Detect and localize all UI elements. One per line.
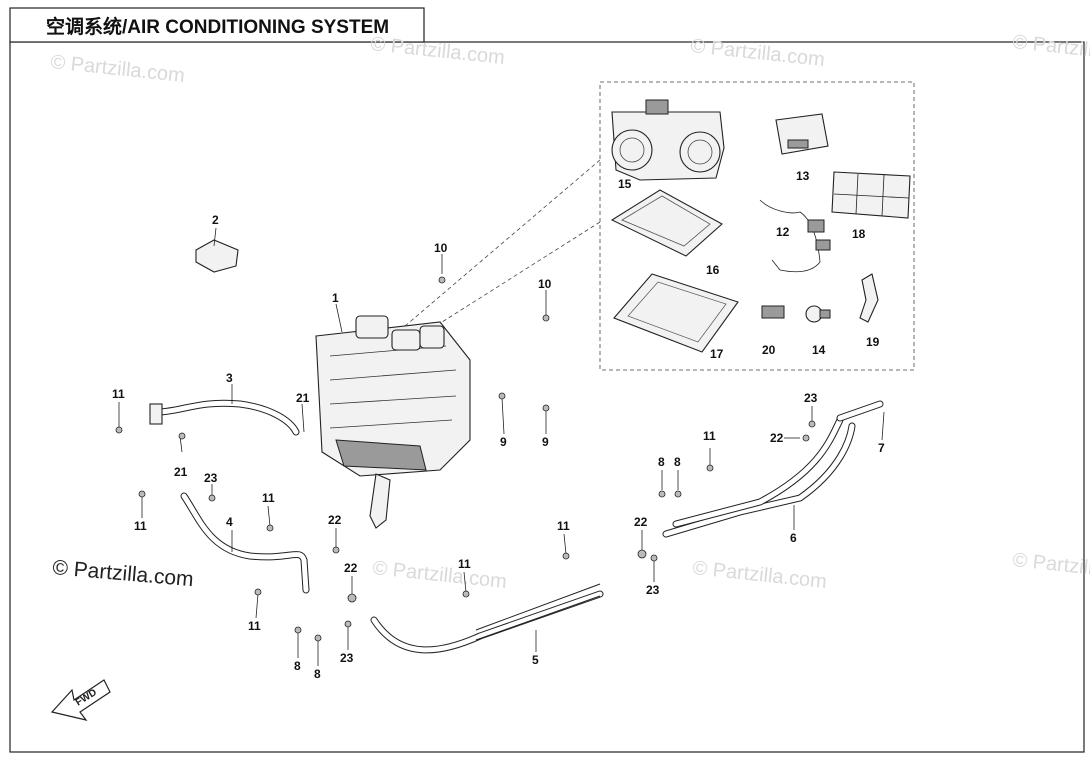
callout-12: 12	[776, 225, 790, 239]
title-box	[9, 7, 425, 43]
diagram-title: 空调系统/AIR CONDITIONING SYSTEM	[46, 15, 389, 38]
callout-21: 21	[296, 391, 310, 405]
callout-23: 23	[646, 583, 660, 597]
callout-13: 13	[796, 169, 810, 183]
hose-4	[180, 492, 310, 594]
callout-8: 8	[314, 667, 321, 681]
callout-22: 22	[634, 515, 648, 529]
watermark-text: © Partzilla.com	[1011, 31, 1090, 67]
callout-16: 16	[706, 263, 720, 277]
cabin-filter-grille	[831, 171, 911, 219]
temperature-sensor	[805, 305, 831, 323]
callout-11: 11	[703, 429, 716, 443]
hose-7	[836, 400, 884, 422]
fasteners	[115, 276, 816, 642]
callout-21: 21	[174, 465, 188, 479]
drain-tube	[859, 273, 879, 323]
hose-3	[149, 399, 300, 436]
callout-2: 2	[212, 213, 219, 227]
callout-8: 8	[674, 455, 681, 469]
callout-9: 9	[500, 435, 507, 449]
callout-23: 23	[204, 471, 218, 485]
hose-6	[662, 416, 856, 538]
callout-22: 22	[770, 431, 784, 445]
watermark-text: © Partzilla.com	[369, 33, 505, 69]
watermarks: © Partzilla.com © Partzilla.com © Partzi…	[49, 31, 1090, 593]
diagram-border	[9, 41, 1085, 753]
watermark-text: © Partzilla.com	[371, 557, 507, 593]
callout-11: 11	[134, 519, 147, 533]
callout-4: 4	[226, 515, 233, 529]
callout-14: 14	[812, 343, 826, 357]
callout-9: 9	[542, 435, 549, 449]
callout-11: 11	[248, 619, 261, 633]
wiring-harness	[759, 199, 831, 273]
callout-5: 5	[532, 653, 539, 667]
callout-3: 3	[226, 371, 233, 385]
watermark-text: © Partzilla.com	[1011, 549, 1090, 585]
evaporator-core	[613, 273, 739, 353]
hose-5	[370, 583, 604, 654]
watermark-text: © Partzilla.com	[49, 51, 185, 87]
callout-15: 15	[618, 177, 632, 191]
fwd-arrow: FWD	[50, 679, 111, 721]
air-filter	[610, 189, 723, 257]
callout-18: 18	[852, 227, 866, 241]
callout-1: 1	[332, 291, 339, 305]
callout-7: 7	[878, 441, 885, 455]
callout-23: 23	[804, 391, 818, 405]
callout-labels: 1 2 3 4 5 6 7 8 8 8 8 9 9 10 10 11 11 11…	[112, 169, 885, 681]
callout-11: 11	[458, 557, 471, 571]
inset-leader	[419, 221, 601, 337]
callout-8: 8	[658, 455, 665, 469]
callout-10: 10	[538, 277, 552, 291]
callout-19: 19	[866, 335, 880, 349]
inset-box	[599, 81, 915, 371]
callout-22: 22	[328, 513, 342, 527]
inset-leader	[397, 159, 601, 333]
hvac-housing	[315, 315, 471, 529]
watermark-text: © Partzilla.com	[689, 35, 825, 71]
small-connector	[761, 305, 785, 319]
callout-8: 8	[294, 659, 301, 673]
leader-lines	[118, 227, 885, 666]
callout-11: 11	[112, 387, 125, 401]
blower-fan	[611, 99, 725, 181]
callout-11: 11	[557, 519, 570, 533]
expansion-valve	[195, 239, 239, 273]
callout-23: 23	[340, 651, 354, 665]
callout-20: 20	[762, 343, 776, 357]
callout-22: 22	[344, 561, 358, 575]
callout-17: 17	[710, 347, 724, 361]
callout-11: 11	[262, 491, 275, 505]
callout-6: 6	[790, 531, 797, 545]
watermark-text: © Partzilla.com	[52, 556, 195, 591]
callout-10: 10	[434, 241, 448, 255]
control-module	[775, 113, 829, 155]
watermark-text: © Partzilla.com	[691, 557, 827, 593]
